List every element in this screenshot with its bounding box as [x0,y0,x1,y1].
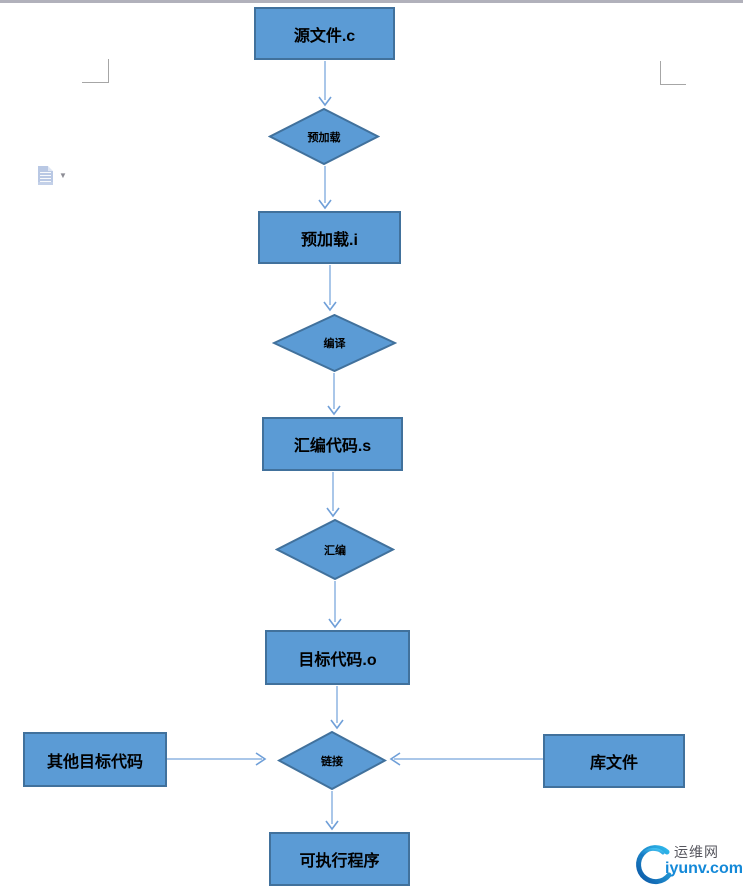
flow-node-library-file[interactable]: 库文件 [543,734,685,788]
margin-corner-mark-right [660,61,686,85]
node-label: 可执行程序 [299,853,380,870]
window-top-edge [0,0,743,3]
flow-node-assembly-code[interactable]: 汇编代码.s [262,417,403,471]
flow-node-source-file[interactable]: 源文件.c [254,7,395,60]
node-label: 预加载 [307,131,341,144]
site-url: iyunv.com [665,860,743,877]
node-label: 目标代码.o [298,651,377,669]
diamond-shape [268,108,380,165]
logo-swirl-icon [636,845,672,885]
flow-node-preprocess[interactable]: 预加载 [268,108,380,165]
diamond-shape [275,519,395,580]
flow-node-object-code[interactable]: 目标代码.o [265,630,410,685]
flow-node-assemble[interactable]: 汇编 [275,519,395,580]
flow-node-executable[interactable]: 可执行程序 [269,832,410,886]
flow-node-link[interactable]: 链接 [277,731,387,790]
node-label: 源文件.c [293,27,356,45]
flow-node-other-object-code[interactable]: 其他目标代码 [23,732,167,787]
flow-node-preprocessed-file[interactable]: 预加载.i [258,211,401,264]
node-label: 汇编 [324,544,346,557]
node-label: 链接 [321,755,343,768]
diamond-shape [277,731,387,790]
paste-options-button[interactable]: ▼ [38,166,72,190]
node-label: 库文件 [589,755,638,772]
flow-node-compile[interactable]: 编译 [272,314,397,372]
node-label: 预加载.i [301,231,358,249]
document-icon [38,166,53,185]
diamond-shape [272,314,397,372]
site-name: 运维网 [674,844,719,860]
node-label: 编译 [323,338,346,350]
iyunv-watermark-logo: 运维网 iyunv.com [627,838,743,890]
node-label: 汇编代码.s [293,438,372,455]
node-label: 其他目标代码 [46,753,143,771]
chevron-down-icon: ▼ [59,171,67,180]
margin-corner-mark-left [82,59,109,83]
